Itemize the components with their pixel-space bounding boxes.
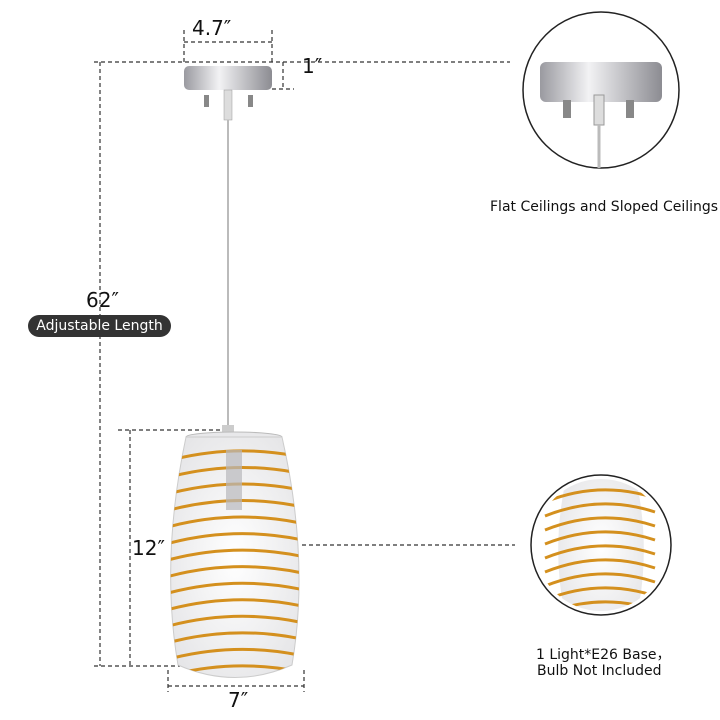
pendant-light — [170, 66, 300, 678]
glass-swirl — [170, 565, 300, 581]
glass-swirl — [170, 532, 300, 548]
shade-width-label: 7″ — [228, 688, 249, 712]
overall-length-label: 62″ — [86, 288, 119, 312]
glass-swirl — [170, 515, 300, 531]
bulb-caption-line2: Bulb Not Included — [537, 663, 662, 679]
adjustable-length-badge: Adjustable Length — [28, 315, 171, 337]
glass-swirl — [544, 516, 656, 532]
glass-swirl — [544, 488, 656, 504]
glass-swirl — [544, 558, 656, 574]
shade-height-label: 12″ — [132, 536, 165, 560]
glass-swirl — [170, 548, 300, 564]
glass-swirl — [544, 544, 656, 560]
glass-swirl — [170, 631, 300, 647]
glass-swirl — [545, 616, 655, 628]
bulb-detail-callout — [530, 474, 672, 628]
glass-swirl — [544, 572, 656, 588]
glass-swirl — [170, 647, 300, 663]
glass-swirl — [544, 502, 656, 518]
canopy-caption: Flat Ceilings and Sloped Ceilings — [490, 199, 719, 215]
glass-swirl — [170, 598, 300, 614]
glass-swirl — [170, 614, 300, 630]
canopy-width-label: 4.7″ — [192, 16, 232, 40]
canopy-height-label: 1″ — [302, 54, 323, 78]
glass-swirl — [170, 581, 300, 597]
glass-swirl — [544, 530, 656, 546]
dimension-lines — [94, 30, 515, 692]
canopy-detail-callout — [522, 11, 680, 169]
bulb-caption-line1: 1 Light*E26 Base， — [536, 647, 671, 663]
